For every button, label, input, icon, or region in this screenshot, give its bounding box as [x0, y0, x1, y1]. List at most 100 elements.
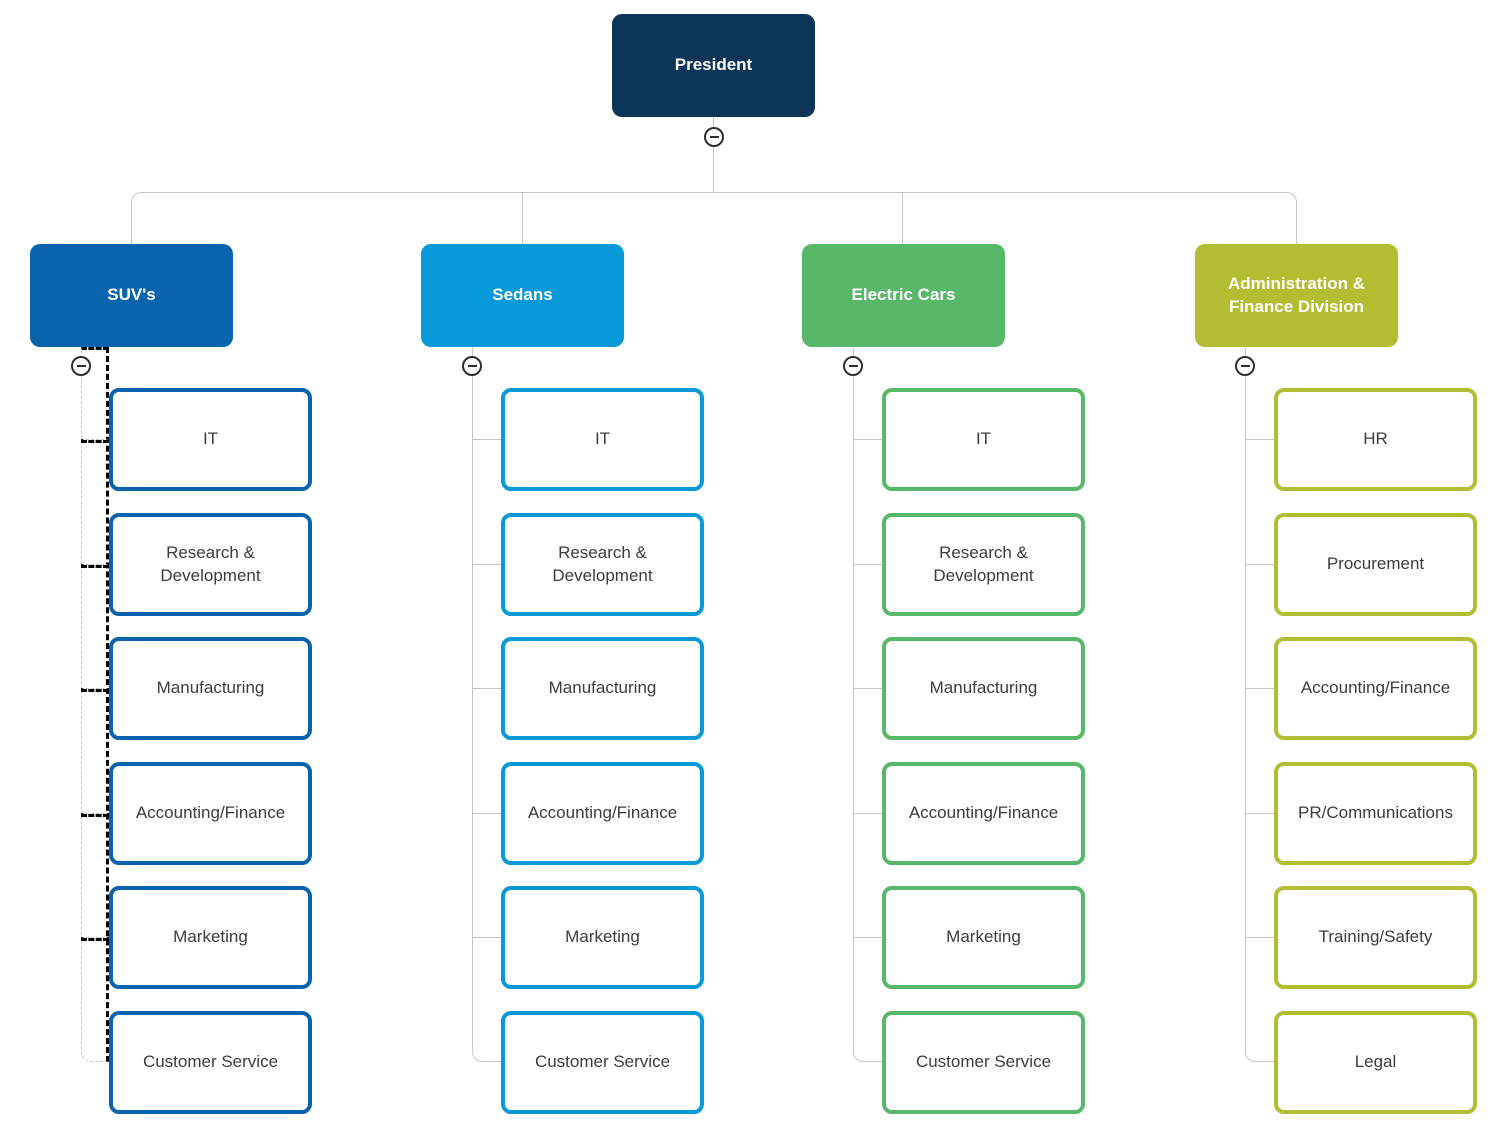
connector-stub — [853, 937, 882, 938]
collapse-minus-icon-suvs[interactable] — [71, 356, 91, 376]
department-label: Customer Service — [534, 1052, 671, 1072]
node-department[interactable]: Research & Development — [501, 513, 704, 616]
connector-top-bar — [131, 192, 1297, 244]
connector-stub — [472, 813, 501, 814]
connector-stub — [81, 937, 109, 941]
node-sedans[interactable]: Sedans — [421, 244, 624, 347]
department-label: Research & Development — [933, 543, 1034, 585]
connector-elbow — [472, 347, 501, 1062]
connector-stub — [853, 564, 882, 565]
department-label: Marketing — [173, 927, 248, 947]
collapse-minus-icon-electric-cars[interactable] — [843, 356, 863, 376]
president-label: President — [674, 55, 753, 75]
minus-icon — [848, 365, 858, 367]
node-department[interactable]: Marketing — [882, 886, 1085, 989]
connector-stub — [472, 688, 501, 689]
connector-stub — [1245, 937, 1274, 938]
collapse-minus-icon-president[interactable] — [704, 127, 724, 147]
connector-elbow — [853, 347, 882, 1062]
collapse-minus-icon-sedans[interactable] — [462, 356, 482, 376]
minus-icon — [709, 136, 719, 138]
division-label: Sedans — [492, 285, 553, 305]
node-department[interactable]: Customer Service — [109, 1011, 312, 1114]
node-department[interactable]: Customer Service — [882, 1011, 1085, 1114]
node-department[interactable]: Accounting/Finance — [1274, 637, 1477, 740]
node-department[interactable]: HR — [1274, 388, 1477, 491]
node-department[interactable]: Training/Safety — [1274, 886, 1477, 989]
connector-drop-electric-cars — [902, 192, 903, 244]
connector-stub — [81, 813, 109, 817]
node-department[interactable]: Marketing — [501, 886, 704, 989]
department-label: Marketing — [565, 927, 640, 947]
node-department[interactable]: Accounting/Finance — [882, 762, 1085, 865]
department-label: Manufacturing — [929, 678, 1038, 698]
node-department[interactable]: IT — [501, 388, 704, 491]
node-department[interactable]: Procurement — [1274, 513, 1477, 616]
minus-icon — [76, 365, 86, 367]
connector-stub — [81, 688, 109, 692]
department-label: Research & Development — [552, 543, 653, 585]
node-department[interactable]: Accounting/Finance — [109, 762, 312, 865]
connector-stub — [853, 813, 882, 814]
node-department[interactable]: Manufacturing — [882, 637, 1085, 740]
department-label: HR — [1363, 429, 1388, 449]
department-label: Manufacturing — [156, 678, 265, 698]
division-label: Administration & Finance Division — [1228, 274, 1365, 316]
minus-icon — [467, 365, 477, 367]
node-department[interactable]: IT — [109, 388, 312, 491]
node-electric-cars[interactable]: Electric Cars — [802, 244, 1005, 347]
node-department[interactable]: Marketing — [109, 886, 312, 989]
connector-drop-sedans — [522, 192, 523, 244]
division-label: Electric Cars — [851, 285, 956, 305]
connector-elbow — [1245, 347, 1274, 1062]
connector-stub — [81, 439, 109, 443]
department-label: Accounting/Finance — [527, 803, 678, 823]
connector-stub — [472, 439, 501, 440]
department-label: Marketing — [946, 927, 1021, 947]
department-label: Accounting/Finance — [908, 803, 1059, 823]
division-label: SUV's — [107, 285, 156, 305]
connector-stub — [81, 564, 109, 568]
department-label: Procurement — [1326, 554, 1425, 574]
node-department[interactable]: Research & Development — [109, 513, 312, 616]
node-department[interactable]: Legal — [1274, 1011, 1477, 1114]
collapse-minus-icon-admin-finance[interactable] — [1235, 356, 1255, 376]
connector-stub — [1245, 564, 1274, 565]
department-label: IT — [594, 429, 611, 449]
node-department[interactable]: IT — [882, 388, 1085, 491]
department-label: Accounting/Finance — [1300, 678, 1451, 698]
node-department[interactable]: Research & Development — [882, 513, 1085, 616]
connector-stub — [472, 937, 501, 938]
connector-stub — [1245, 813, 1274, 814]
department-label: PR/Communications — [1298, 803, 1453, 823]
department-label: IT — [202, 429, 219, 449]
node-president[interactable]: President — [612, 14, 815, 117]
connector-stub — [472, 564, 501, 565]
minus-icon — [1240, 365, 1250, 367]
connector-president-drop — [713, 117, 714, 192]
department-label: Manufacturing — [548, 678, 657, 698]
node-department[interactable]: Manufacturing — [501, 637, 704, 740]
department-label: Customer Service — [142, 1052, 279, 1072]
node-department[interactable]: PR/Communications — [1274, 762, 1477, 865]
department-label: IT — [975, 429, 992, 449]
node-department[interactable]: Accounting/Finance — [501, 762, 704, 865]
connector-elbow — [81, 347, 109, 1062]
department-label: Accounting/Finance — [135, 803, 286, 823]
connector-stub — [1245, 688, 1274, 689]
node-suvs[interactable]: SUV's — [30, 244, 233, 347]
department-label: Training/Safety — [1318, 927, 1433, 947]
node-department[interactable]: Manufacturing — [109, 637, 312, 740]
department-label: Customer Service — [915, 1052, 1052, 1072]
connector-stub — [1245, 439, 1274, 440]
node-department[interactable]: Customer Service — [501, 1011, 704, 1114]
department-label: Legal — [1354, 1052, 1397, 1072]
connector-stub — [853, 688, 882, 689]
node-admin-finance[interactable]: Administration & Finance Division — [1195, 244, 1398, 347]
connector-stub — [853, 439, 882, 440]
